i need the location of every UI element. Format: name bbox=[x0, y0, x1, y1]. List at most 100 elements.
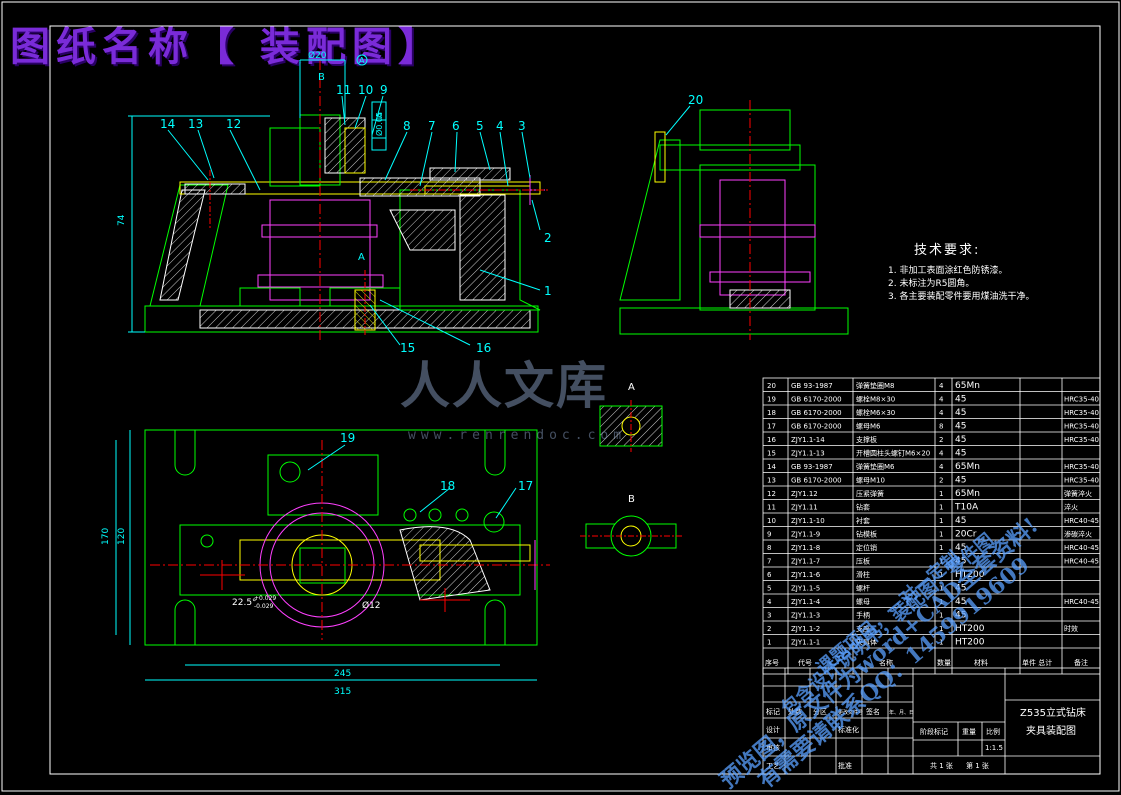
title-block-text: 标记 处数 分区 更改文件号 签名 年、月、日 设计 标准化 审核 工艺 批准 … bbox=[766, 706, 1086, 770]
tb-rev-count: 处数 bbox=[788, 707, 802, 716]
bom-cell: 1 bbox=[939, 612, 943, 620]
part-label-17: 17 bbox=[518, 479, 533, 493]
part-label-10: 10 bbox=[358, 83, 373, 97]
bom-cell: 8 bbox=[939, 423, 943, 431]
bom-cell: ZJY1.1-13 bbox=[791, 450, 825, 458]
bom-cell: 1 bbox=[939, 558, 943, 566]
tb-sheet-no: 第 1 张 bbox=[966, 761, 989, 770]
datum-a: A bbox=[375, 112, 384, 118]
bom-cell: 45 bbox=[955, 597, 966, 607]
bom-cell: 15 bbox=[767, 450, 776, 458]
bom-cell: 18 bbox=[767, 409, 776, 417]
part-label-14: 14 bbox=[160, 117, 175, 131]
tech-req-item-1: 1. 非加工表面涂红色防锈漆。 bbox=[888, 266, 1008, 276]
bom-cell: 45 bbox=[955, 435, 966, 445]
bom-cell: 65Mn bbox=[955, 462, 980, 472]
bom-cell: 开槽圆柱头螺钉M6×20 bbox=[856, 449, 930, 458]
tech-req-heading: 技术要求: bbox=[914, 243, 981, 258]
bom-cell: 7 bbox=[767, 558, 771, 566]
bom-cell: 渗碳淬火 bbox=[1064, 530, 1092, 539]
bom-cell: 4 bbox=[939, 382, 944, 390]
bom-cell: 17 bbox=[767, 423, 776, 431]
bom-cell: 弹簧淬火 bbox=[1064, 489, 1092, 498]
tb-weight: 重量 bbox=[962, 728, 976, 736]
view-b-marker: B bbox=[318, 72, 325, 83]
bom-cell: ZJY1.1-6 bbox=[791, 571, 821, 579]
bom-cell: ZJY1.1-3 bbox=[791, 612, 820, 620]
part-label-13: 13 bbox=[188, 117, 203, 131]
tb-title-2: 夹具装配图 bbox=[1026, 724, 1076, 737]
bom-cell: 12 bbox=[767, 490, 776, 498]
bom-cell: 时效 bbox=[1064, 624, 1078, 633]
tolerance-value: Ø0.05 bbox=[374, 112, 384, 136]
bom-cell: 压板 bbox=[856, 557, 870, 566]
plan-view-labels: 19 18 17 245 315 170 120 22.5° +0.029 -0… bbox=[101, 431, 533, 697]
bom-cell: ZJY1.1-10 bbox=[791, 517, 825, 525]
bom-cell: GB 6170-2000 bbox=[791, 477, 842, 485]
bom-cell: 滑柱 bbox=[856, 570, 870, 579]
part-label-12: 12 bbox=[226, 117, 241, 131]
dim-bore: Ø12 bbox=[362, 600, 381, 611]
bom-cell: HRC35-40 bbox=[1064, 477, 1099, 485]
part-label-18: 18 bbox=[440, 479, 455, 493]
bom-cell: 手柄 bbox=[856, 611, 870, 620]
bom-cell: ZJY1.1-14 bbox=[791, 436, 825, 444]
dim-height-74: 74 bbox=[117, 214, 127, 226]
bom-cell: T10A bbox=[954, 503, 979, 513]
technical-requirements: 技术要求: 1. 非加工表面涂红色防锈漆。 2. 未标注为R5圆角。 3. 各主… bbox=[888, 244, 1034, 304]
bom-cell: 1 bbox=[939, 531, 943, 539]
bom-cell: HRC40-45 bbox=[1064, 517, 1099, 525]
bom-cell: 45 bbox=[955, 449, 966, 459]
tb-rev-zone: 分区 bbox=[813, 707, 827, 716]
bom-cell: ZJY1.11 bbox=[791, 504, 818, 512]
tb-title-1: Z535立式钻床 bbox=[1020, 706, 1086, 719]
bom-cell: HRC40-45 bbox=[1064, 544, 1099, 552]
bom-cell: 1 bbox=[939, 639, 943, 647]
bom-cell: GB 6170-2000 bbox=[791, 396, 842, 404]
bom-cell: GB 6170-2000 bbox=[791, 423, 842, 431]
watermark-logo: 人人文库 bbox=[400, 356, 608, 415]
bom-cell: 1 bbox=[939, 517, 943, 525]
bom-cell: 支撑板 bbox=[856, 435, 877, 444]
dim-width-315: 315 bbox=[334, 687, 351, 697]
bom-cell: HRC35-40 bbox=[1064, 436, 1099, 444]
bom-cell: 45 bbox=[955, 611, 966, 621]
bom-cell: 1 bbox=[939, 490, 943, 498]
side-view bbox=[619, 100, 849, 340]
bom-cell: HRC40-45 bbox=[1064, 558, 1099, 566]
bom-cell: 10 bbox=[767, 517, 776, 525]
bom-header-cell: 序号 bbox=[765, 658, 779, 667]
bom-cell: 16 bbox=[767, 436, 776, 444]
part-label-3: 3 bbox=[518, 119, 526, 133]
bom-cell: HT200 bbox=[955, 638, 985, 648]
bom-cell: 5 bbox=[767, 585, 771, 593]
tb-scale-label: 比例 bbox=[986, 727, 1000, 736]
tb-standard: 标准化 bbox=[838, 725, 859, 734]
tb-reviewer: 审核 bbox=[766, 743, 780, 752]
tb-designer: 设计 bbox=[766, 725, 780, 734]
bom-cell: 钻模板 bbox=[856, 530, 877, 539]
dim-top-width: Ø20 bbox=[308, 50, 327, 61]
bom-cell: ZJY1.12 bbox=[791, 490, 818, 498]
bom-cell: 夹具体 bbox=[856, 638, 877, 647]
bom-cell: HT200 bbox=[955, 624, 985, 634]
bom-cell: HRC40-45 bbox=[1064, 598, 1099, 606]
bom-cell: 45 bbox=[955, 395, 966, 405]
tb-stage: 阶段标记 bbox=[920, 727, 948, 736]
part-label-1: 1 bbox=[544, 284, 552, 298]
bom-cell: 11 bbox=[767, 504, 776, 512]
tb-rev-sign: 签名 bbox=[866, 707, 880, 716]
bom-header-cell: 备注 bbox=[1074, 658, 1088, 667]
bom-cell: 4 bbox=[939, 409, 944, 417]
part-label-11: 11 bbox=[336, 83, 351, 97]
bom-cell: 弹簧垫圈M6 bbox=[856, 462, 895, 471]
bom-cell: 2 bbox=[939, 477, 943, 485]
bom-cell: 65Mn bbox=[955, 489, 980, 499]
detail-view-a bbox=[599, 400, 663, 452]
bom-cell: 定位销 bbox=[856, 543, 877, 552]
dim-angle: 22.5° bbox=[232, 598, 257, 608]
bom-cell: 45 bbox=[955, 408, 966, 418]
detail-b-label: B bbox=[628, 494, 635, 505]
bom-cell: 4 bbox=[939, 463, 944, 471]
